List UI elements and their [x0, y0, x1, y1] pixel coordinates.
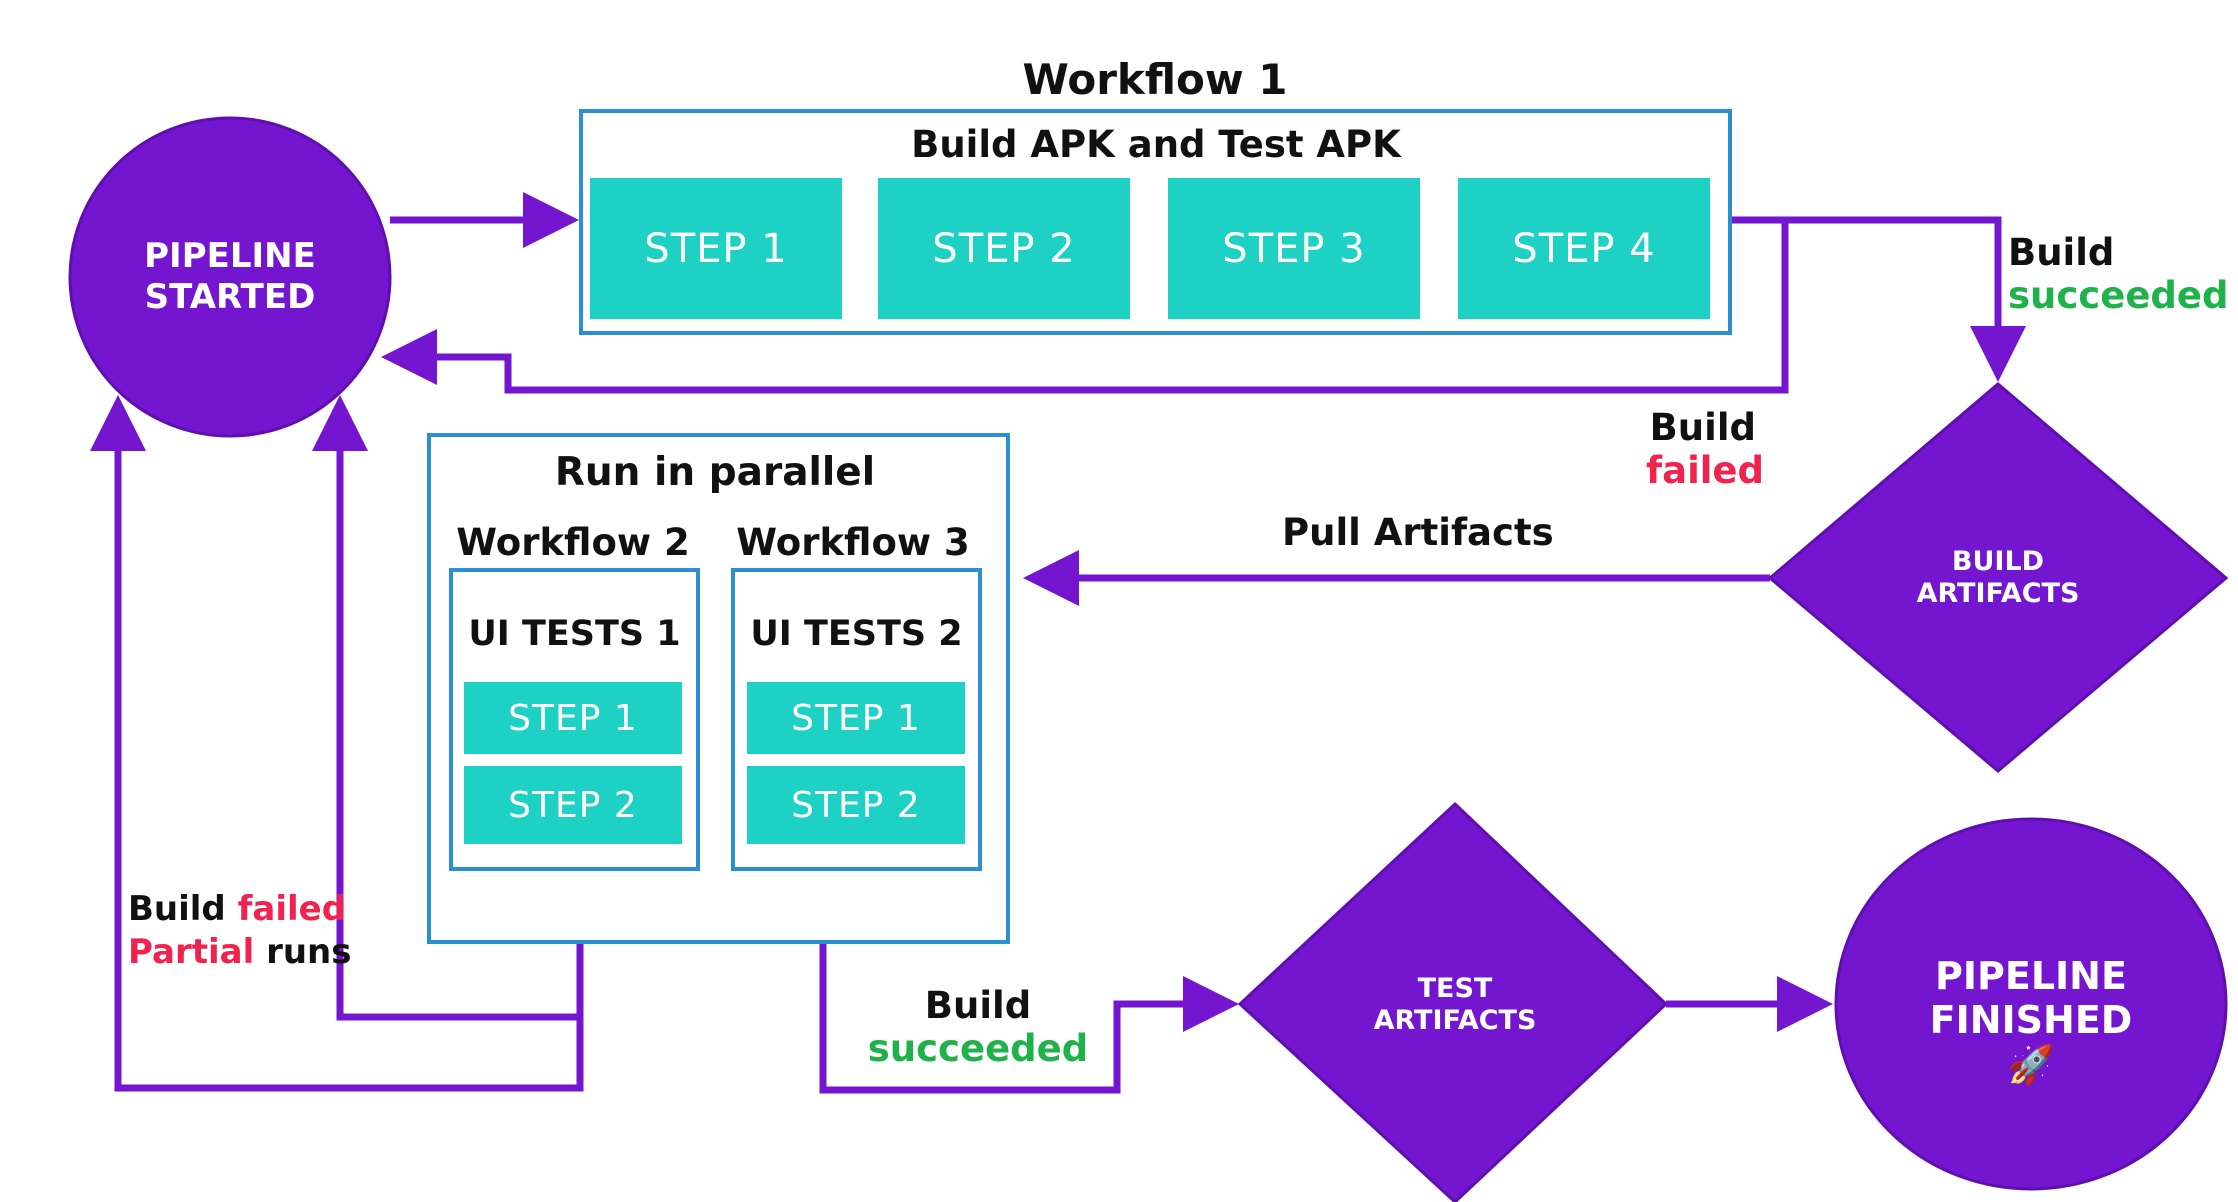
workflow2-title: Workflow 2 — [456, 521, 690, 564]
build-failed-top-word1: Build — [1649, 406, 1756, 449]
workflow3-step-2: STEP 2 — [747, 766, 965, 844]
build-succeeded-top-label: Build succeeded — [2008, 231, 2229, 317]
build-failed-partial-label: Build failed Partial runs — [128, 888, 352, 973]
build-failed-partial-line2: Partial runs — [128, 931, 352, 974]
pipeline-started-label: PIPELINE STARTED — [90, 236, 370, 318]
workflow1-box-title: Build APK and Test APK — [911, 123, 1401, 166]
build-succeeded-top-word1: Build — [2008, 231, 2115, 274]
test-artifacts-label: TEST ARTIFACTS — [1325, 973, 1585, 1038]
pipeline-finished-node — [1834, 817, 2228, 1191]
test-artifacts-node — [1237, 801, 1669, 1202]
pipeline-started-line2: STARTED — [144, 276, 316, 317]
build-succeeded-bottom-label: Build succeeded — [858, 984, 1098, 1070]
connector-build-failed-loop — [381, 220, 1789, 394]
test-artifacts-line2: ARTIFACTS — [1373, 1005, 1537, 1037]
build-succeeded-bottom-word1: Build — [924, 984, 1032, 1027]
build-failed-partial-runs: runs — [266, 931, 352, 972]
pipeline-started-node — [68, 116, 392, 438]
build-failed-partial-build: Build — [128, 889, 226, 929]
workflow2-step-1: STEP 1 — [464, 682, 682, 754]
connector-succeeded-to-test-artifacts — [819, 944, 1239, 1094]
pipeline-started-line1: PIPELINE — [144, 236, 316, 276]
build-artifacts-line1: BUILD — [1951, 546, 2045, 577]
workflow1-step-1: STEP 1 — [590, 178, 842, 319]
parallel-title: Run in parallel — [554, 450, 876, 495]
build-artifacts-label: BUILD ARTIFACTS — [1868, 546, 2128, 611]
connector-failed-loop-inner — [312, 395, 584, 1021]
connector-failed-loop-outer — [90, 395, 584, 1092]
workflow2-suite: UI TESTS 1 — [468, 614, 681, 654]
connector-workflow1-to-build-artifacts — [1732, 216, 2026, 382]
build-failed-partial-line1: Build failed — [128, 888, 352, 931]
build-artifacts-node — [1767, 382, 2229, 773]
build-failed-partial-failed: failed — [237, 889, 347, 929]
build-succeeded-top-word2: succeeded — [2008, 273, 2229, 317]
build-failed-top-label: Build failed — [1646, 406, 1765, 492]
build-failed-top-word2: failed — [1646, 448, 1765, 492]
workflow1-step-3: STEP 3 — [1168, 178, 1420, 319]
pipeline-finished-label: PIPELINE FINISHED 🚀 — [1881, 954, 2181, 1088]
workflow1-step-4: STEP 4 — [1458, 178, 1710, 319]
pull-artifacts-label: Pull Artifacts — [1282, 511, 1554, 554]
rocket-icon: 🚀 — [2007, 1043, 2055, 1088]
build-failed-partial-partial: Partial — [128, 931, 255, 972]
test-artifacts-line1: TEST — [1417, 973, 1493, 1004]
workflow3-title: Workflow 3 — [736, 521, 970, 564]
pipeline-finished-line1: PIPELINE — [1935, 954, 2127, 998]
workflow3-suite: UI TESTS 2 — [750, 614, 963, 654]
workflow1-step-2: STEP 2 — [878, 178, 1130, 319]
pipeline-finished-line2: FINISHED — [1929, 997, 2133, 1042]
workflow3-step-1: STEP 1 — [747, 682, 965, 754]
workflow2-step-2: STEP 2 — [464, 766, 682, 844]
workflow1-title: Workflow 1 — [1022, 55, 1288, 104]
build-succeeded-bottom-word2: succeeded — [867, 1026, 1089, 1070]
build-artifacts-line2: ARTIFACTS — [1916, 578, 2080, 610]
